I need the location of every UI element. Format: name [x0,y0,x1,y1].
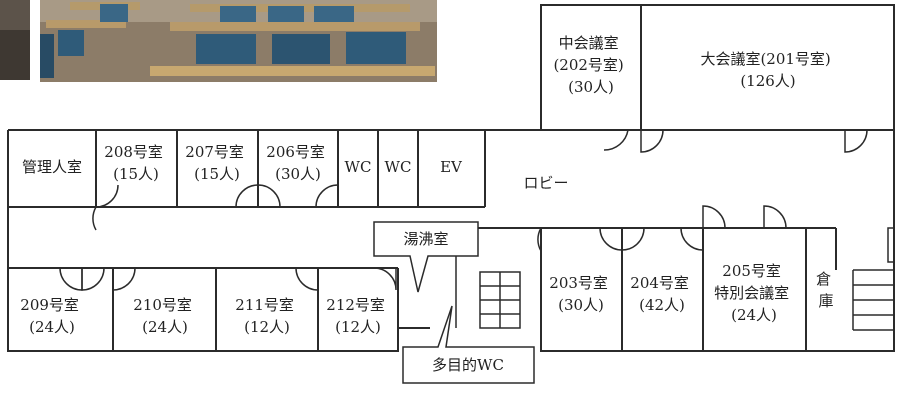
room-205: 205号室 特別会議室 (24人) [714,262,794,324]
lobby: ロビー [523,174,568,192]
room-206: 206号室 (30人) [266,143,329,183]
svg-text:湯沸室: 湯沸室 [403,230,448,248]
callout-yuwakashi: 湯沸室 [373,221,479,293]
elevator: EV [440,158,463,176]
room-204: 204号室 (42人) [630,274,693,314]
room-208: 208号室 (15人) [104,143,167,183]
room-212: 212号室 (12人) [326,296,389,336]
room-207: 207号室 (15人) [185,143,248,183]
room-labels: 管理人室 208号室 (15人) 207号室 (15人) 206号室 (30人)… [20,34,836,336]
room-kanrinin: 管理人室 [22,158,82,176]
room-211: 211号室 (12人) [235,296,298,336]
room-201: 大会議室(201号室) (126人) [700,50,835,90]
stairs-right [852,269,894,331]
room-209: 209号室 (24人) [20,296,83,336]
room-203: 203号室 (30人) [549,274,612,314]
svg-text:多目的WC: 多目的WC [432,356,504,374]
room-202: 中会議室 (202号室) (30人) [553,34,628,96]
classroom-photo [0,0,437,82]
door-swings [59,129,868,291]
wc-2: WC [385,158,412,176]
wc-1: WC [345,158,372,176]
callout-tamokuteki-wc: 多目的WC [402,305,535,384]
room-210: 210号室 (24人) [133,296,196,336]
storage-room: 倉 庫 [816,270,836,310]
